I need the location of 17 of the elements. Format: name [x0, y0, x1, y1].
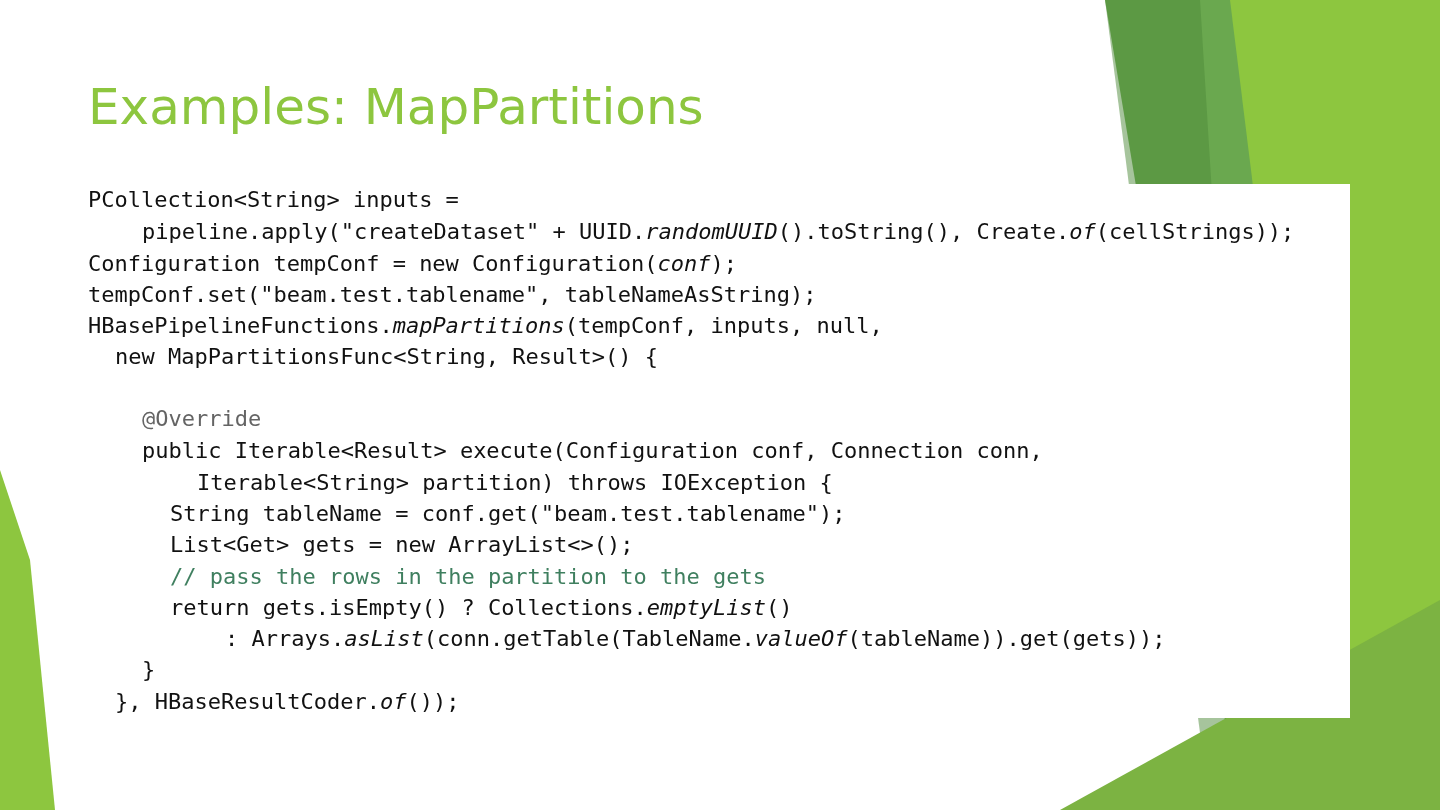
code-line: PCollection<String> inputs = [88, 186, 459, 214]
code-line: @Override [142, 405, 262, 433]
code-line: } [142, 656, 156, 684]
code-line: return gets.isEmpty() ? Collections.emptyList() [170, 594, 793, 622]
code-line: String tableName = conf.get("beam.test.tablename"); [170, 500, 846, 528]
code-line: public Iterable<Result> execute(Configuration conf, Connection conn, [142, 437, 1043, 465]
code-line: List<Get> gets = new ArrayList<>(); [170, 531, 634, 559]
code-line: tempConf.set("beam.test.tablename", tableNameAsString); [88, 281, 817, 309]
code-line: HBasePipelineFunctions.mapPartitions(tempConf, inputs, null, [88, 312, 883, 340]
slide-title: Examples: MapPartitions [88, 78, 704, 136]
code-line: pipeline.apply("createDataset" + UUID.randomUUID().toString(), Create.of(cellStrings)); [142, 218, 1295, 246]
code-line: Iterable<String> partition) throws IOException { [197, 469, 833, 497]
code-line: Configuration tempConf = new Configuration(conf); [88, 250, 738, 278]
code-line: : Arrays.asList(conn.getTable(TableName.valueOf(tableName)).get(gets)); [225, 625, 1166, 653]
code-comment: // pass the rows in the partition to the gets [170, 563, 767, 591]
code-line: new MapPartitionsFunc<String, Result>() { [115, 343, 659, 371]
code-line: }, HBaseResultCoder.of()); [115, 688, 460, 716]
